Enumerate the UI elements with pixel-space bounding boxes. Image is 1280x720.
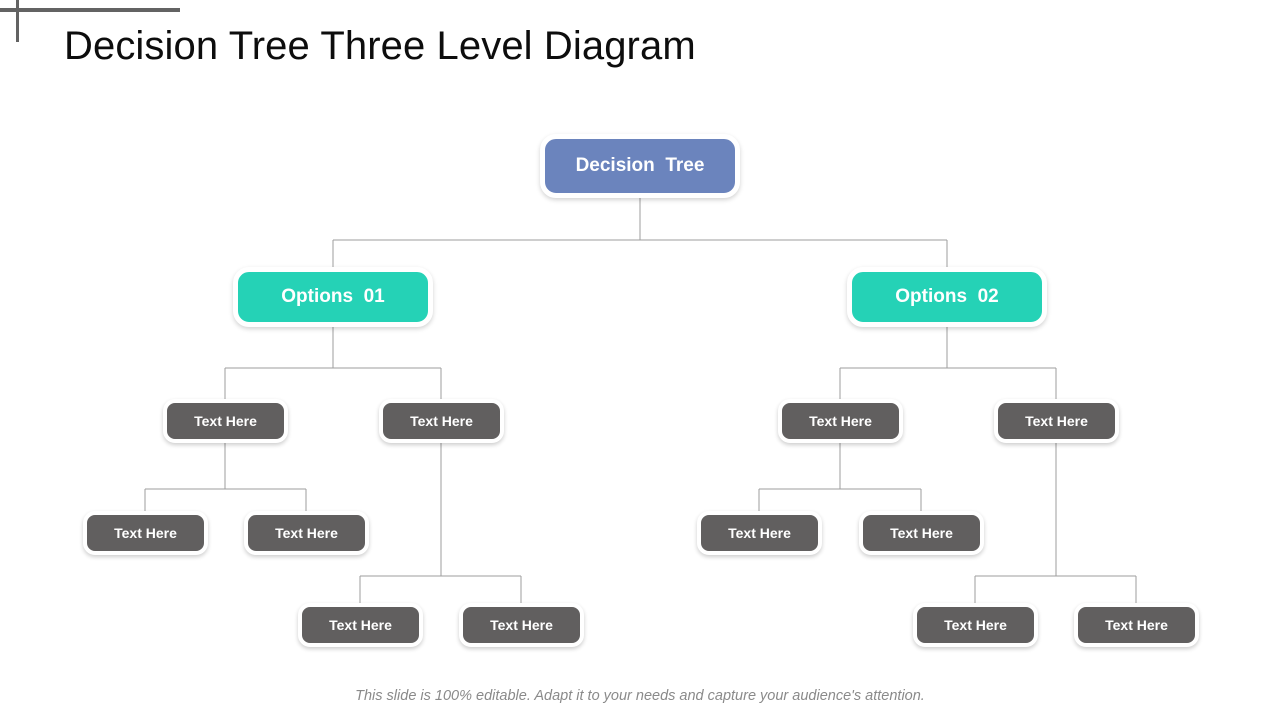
- tree-node-option-01[interactable]: Options 01: [233, 267, 433, 327]
- tree-node-leaf[interactable]: Text Here: [298, 603, 423, 647]
- page-title: Decision Tree Three Level Diagram: [64, 24, 696, 68]
- tree-node-leaf[interactable]: Text Here: [459, 603, 584, 647]
- tree-node-leaf[interactable]: Text Here: [244, 511, 369, 555]
- tree-node-leaf[interactable]: Text Here: [859, 511, 984, 555]
- corner-decoration: [0, 0, 200, 60]
- tree-node-leaf[interactable]: Text Here: [913, 603, 1038, 647]
- footer-note: This slide is 100% editable. Adapt it to…: [355, 688, 925, 704]
- tree-node-leaf[interactable]: Text Here: [994, 399, 1119, 443]
- tree-node-leaf[interactable]: Text Here: [379, 399, 504, 443]
- corner-vertical-rule: [16, 0, 19, 42]
- tree-node-leaf[interactable]: Text Here: [83, 511, 208, 555]
- tree-node-leaf[interactable]: Text Here: [1074, 603, 1199, 647]
- corner-horizontal-rule: [0, 8, 180, 12]
- tree-node-option-02[interactable]: Options 02: [847, 267, 1047, 327]
- tree-node-leaf[interactable]: Text Here: [778, 399, 903, 443]
- tree-node-leaf[interactable]: Text Here: [163, 399, 288, 443]
- tree-node-leaf[interactable]: Text Here: [697, 511, 822, 555]
- tree-node-root[interactable]: Decision Tree: [540, 134, 740, 198]
